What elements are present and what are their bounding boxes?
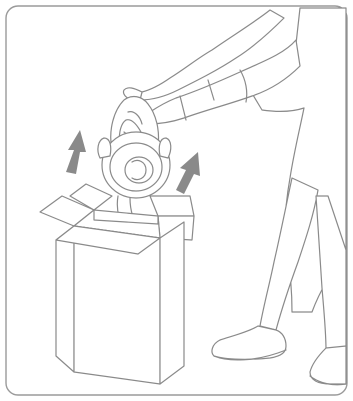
box-face-right [160, 222, 184, 384]
arrow-up-left-icon [66, 130, 86, 174]
arrow-up-right-icon [176, 152, 200, 194]
product-grip-left [98, 138, 111, 158]
box-face-left [56, 226, 74, 372]
box-flap-back-right [150, 196, 194, 216]
cardboard-box [40, 184, 194, 384]
person-front-shoe [310, 346, 346, 384]
product-grip-right [159, 138, 171, 158]
